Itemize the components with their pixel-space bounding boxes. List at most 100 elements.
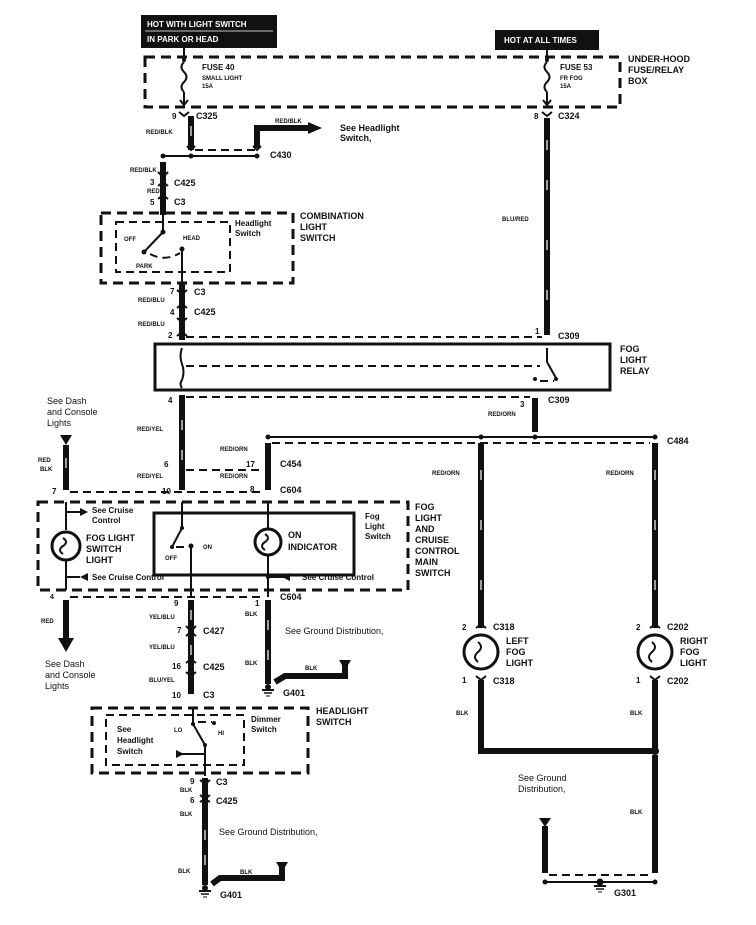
svg-text:COMBINATION: COMBINATION [300, 211, 364, 221]
svg-text:RED/ORN: RED/ORN [220, 447, 248, 453]
fuse-53-desc: FR FOG [560, 76, 583, 82]
arrow-down-icon [58, 638, 74, 652]
svg-text:Switch: Switch [251, 725, 277, 734]
svg-text:and Console: and Console [47, 407, 98, 417]
fuse-box-label-3: BOX [628, 76, 648, 86]
connector-c425-bottom: C425 [216, 796, 238, 806]
svg-text:Switch: Switch [235, 229, 261, 238]
svg-text:RED/BLK: RED/BLK [275, 119, 302, 125]
svg-text:C425: C425 [194, 307, 216, 317]
svg-text:LIGHT: LIGHT [300, 222, 327, 232]
svg-text:LIGHT: LIGHT [620, 355, 647, 365]
svg-text:OFF: OFF [165, 556, 177, 562]
svg-text:See Dash: See Dash [45, 659, 85, 669]
svg-text:RED: RED [38, 458, 51, 464]
connector-c325: 9 C325 [172, 111, 218, 121]
svg-text:HI: HI [218, 731, 224, 737]
svg-text:3: 3 [520, 400, 525, 409]
svg-text:SWITCH: SWITCH [316, 717, 352, 727]
connector-c3-low: C3 [203, 690, 215, 700]
fuse-icon [180, 61, 188, 93]
svg-text:C3: C3 [174, 197, 186, 207]
svg-text:16: 16 [172, 662, 181, 671]
connector-c427: C427 [203, 626, 225, 636]
svg-text:5: 5 [150, 198, 155, 207]
combination-light-switch: COMBINATION LIGHT SWITCH Headlight Switc… [99, 211, 364, 285]
svg-text:1: 1 [535, 327, 540, 336]
svg-text:HEADLIGHT: HEADLIGHT [316, 706, 369, 716]
svg-text:3: 3 [150, 178, 155, 187]
svg-text:HEAD: HEAD [183, 236, 201, 242]
svg-text:BLK: BLK [240, 870, 253, 876]
svg-text:RED: RED [41, 619, 54, 625]
svg-text:RED/ORN: RED/ORN [432, 471, 460, 477]
right-fog-light: RIGHT FOG LIGHT [636, 633, 709, 671]
fuse-icon [543, 61, 551, 93]
svg-text:C425: C425 [174, 178, 196, 188]
svg-text:See Cruise Control: See Cruise Control [302, 573, 374, 582]
svg-text:Headlight: Headlight [117, 736, 154, 745]
banner-line-2: IN PARK OR HEAD [147, 35, 219, 44]
svg-text:SWITCH: SWITCH [86, 544, 122, 554]
svg-text:BLK: BLK [630, 810, 643, 816]
fog-light-relay: FOG LIGHT RELAY [153, 342, 650, 392]
switch-blade [171, 527, 183, 548]
svg-text:LIGHT: LIGHT [506, 658, 533, 668]
switch-blade [143, 231, 164, 253]
svg-text:Switch,: Switch, [340, 133, 372, 143]
svg-text:BLK: BLK [456, 711, 469, 717]
svg-text:RED/ORN: RED/ORN [488, 412, 516, 418]
indicator-bulb-icon [253, 527, 283, 557]
svg-text:Switch: Switch [117, 747, 143, 756]
svg-text:See Ground Distribution,: See Ground Distribution, [219, 827, 318, 837]
svg-text:See Ground Distribution,: See Ground Distribution, [285, 626, 384, 636]
connector-c202-top: C202 [667, 622, 689, 632]
relay-contact [546, 361, 557, 379]
connector-c324: 8 C324 [534, 111, 580, 121]
fog-light-cruise-main-switch: FOG LIGHT AND CRUISE CONTROL MAIN SWITCH… [36, 500, 460, 597]
under-hood-fuse-relay-box: UNDER-HOOD FUSE/RELAY BOX [143, 54, 690, 109]
fuse-box-label-1: UNDER-HOOD [628, 54, 690, 64]
svg-text:C325: C325 [196, 111, 218, 121]
fuse-40-desc: SMALL LIGHT [202, 76, 243, 82]
arrow-icon [308, 122, 322, 134]
svg-text:9: 9 [190, 777, 195, 786]
svg-text:C324: C324 [558, 111, 580, 121]
svg-text:1: 1 [255, 599, 260, 608]
svg-text:ON: ON [203, 545, 212, 551]
connector-c318-top: C318 [493, 622, 515, 632]
svg-text:Fog: Fog [365, 512, 380, 521]
wire-blk-left-fog [478, 680, 655, 754]
bulb-icon [462, 633, 500, 671]
ground-g301: G301 [614, 888, 636, 898]
svg-text:7: 7 [52, 487, 57, 496]
svg-text:See: See [117, 725, 132, 734]
relay-coil-icon [179, 347, 185, 389]
svg-text:See Cruise Control: See Cruise Control [92, 573, 164, 582]
svg-text:See Cruise: See Cruise [92, 506, 134, 515]
svg-text:RED/YEL: RED/YEL [137, 474, 163, 480]
fuse-53: FUSE 53 FR FOG 15A [542, 50, 593, 107]
svg-text:9: 9 [172, 112, 177, 121]
fuse-40-rating: 15A [202, 84, 214, 90]
svg-text:RED/ORN: RED/ORN [220, 474, 248, 480]
svg-text:LO: LO [174, 728, 183, 734]
ground-g401-bottom: G401 [220, 890, 242, 900]
svg-text:See Dash: See Dash [47, 396, 87, 406]
svg-text:C3: C3 [194, 287, 206, 297]
svg-text:7: 7 [177, 626, 182, 635]
fuse-box-label-2: FUSE/RELAY [628, 65, 684, 75]
connector-c202-bottom: C202 [667, 676, 689, 686]
connector-c3-bottom: C3 [216, 777, 228, 787]
svg-text:4: 4 [50, 594, 54, 601]
svg-text:LIGHT: LIGHT [86, 555, 113, 565]
connector-c430: C430 [270, 150, 292, 160]
banner-hot-light-switch: HOT WITH LIGHT SWITCH IN PARK OR HEAD [141, 15, 277, 48]
svg-text:BLK: BLK [40, 467, 53, 473]
svg-text:See Headlight: See Headlight [340, 123, 400, 133]
svg-text:BLK: BLK [180, 812, 193, 818]
svg-text:PARK: PARK [136, 264, 153, 270]
ground-icon [594, 878, 606, 893]
connector-arrow-icon [60, 435, 72, 445]
